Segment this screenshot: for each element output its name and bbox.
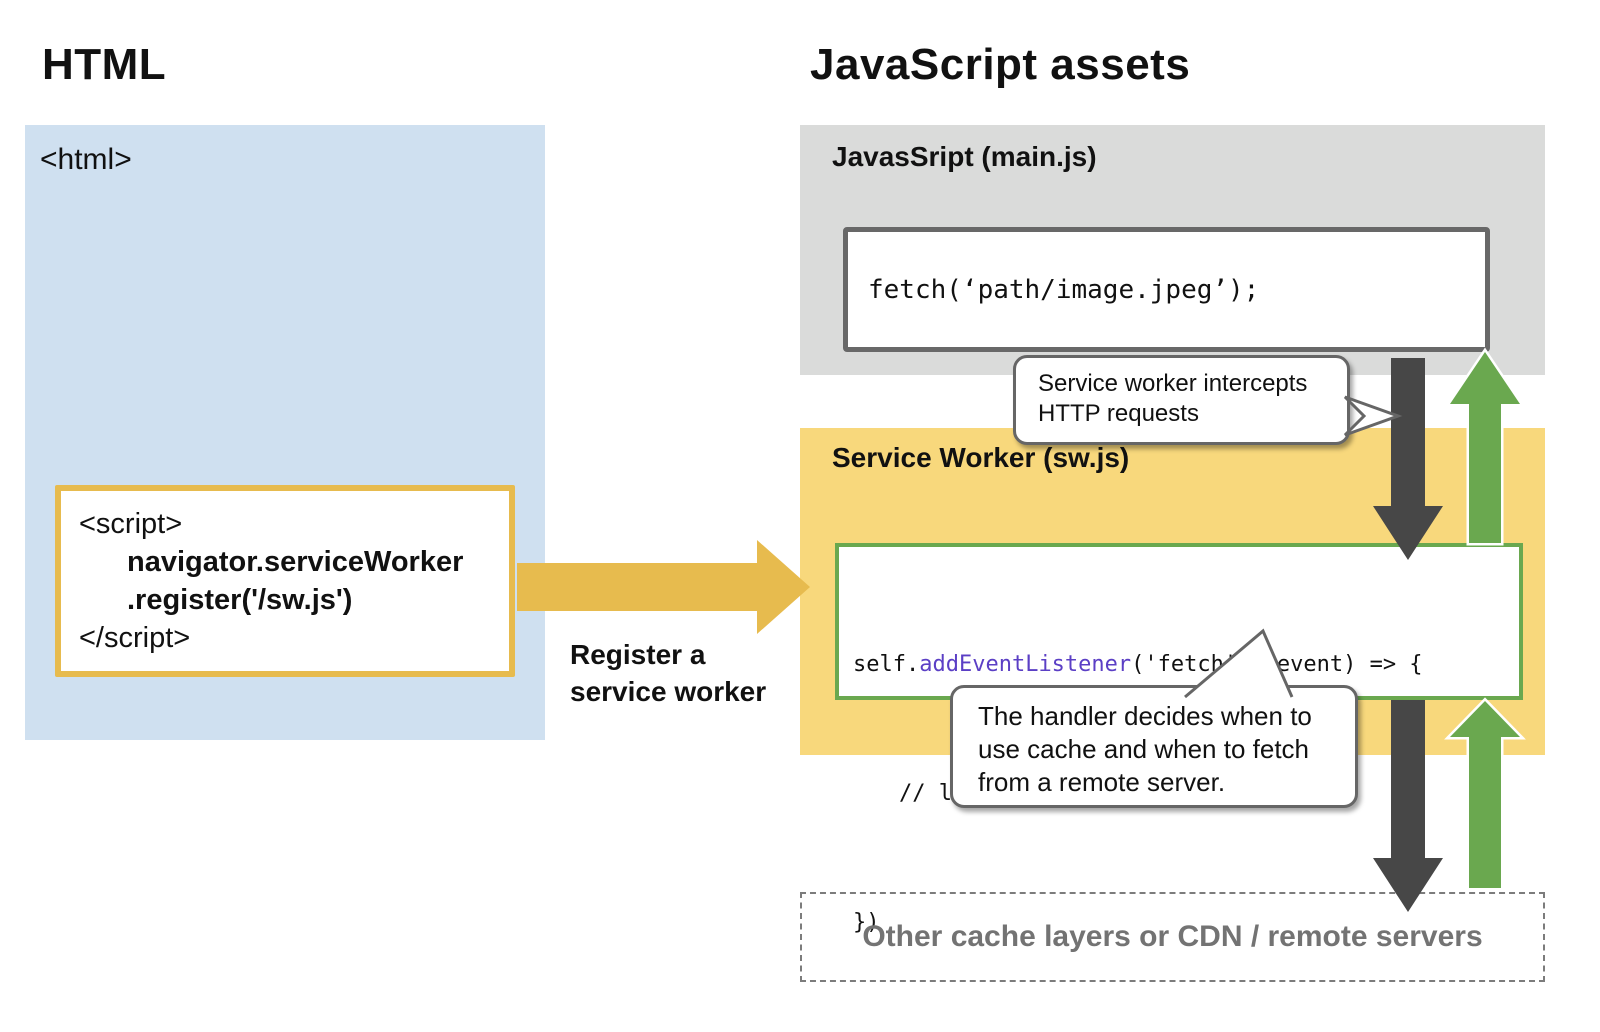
intercept-callout: Service worker intercepts HTTP requests	[1013, 355, 1350, 445]
handler-callout-text: from a remote server.	[978, 767, 1226, 797]
handler-callout-text: The handler decides when to	[978, 701, 1312, 731]
handler-callout-text: use cache and when to fetch	[978, 734, 1310, 764]
sw-code-line-1: self.addEventListener('fetch', (event) =…	[853, 652, 1423, 677]
register-arrow-icon	[517, 540, 810, 634]
intercept-callout-text: HTTP requests	[1038, 400, 1199, 427]
fetch-code-box: fetch(‘path/image.jpeg’);	[843, 227, 1490, 352]
javascript-assets-heading: JavaScript assets	[810, 40, 1191, 89]
cache-layers-label: Other cache layers or CDN / remote serve…	[862, 920, 1483, 953]
cache-layers-box: Other cache layers or CDN / remote serve…	[800, 892, 1545, 982]
sw-code-box: self.addEventListener('fetch', (event) =…	[835, 543, 1523, 935]
script-code-line: .register('/sw.js')	[127, 584, 353, 616]
register-arrow-label: Register a service worker	[570, 639, 767, 707]
addEventListener-keyword: addEventListener	[919, 652, 1132, 677]
html-heading: HTML	[42, 40, 167, 89]
mainjs-panel-title: JavasSript (main.js)	[832, 141, 1097, 172]
sw-code-line-3: })	[853, 910, 880, 935]
fetch-code: fetch(‘path/image.jpeg’);	[868, 274, 1260, 305]
register-script-code-box: <script> navigator.serviceWorker .regist…	[55, 485, 515, 677]
script-code-line: navigator.serviceWorker	[127, 546, 464, 578]
script-open-tag: <script>	[79, 508, 183, 540]
script-close-tag: </script>	[79, 622, 191, 654]
intercept-callout-text: Service worker intercepts	[1038, 370, 1308, 397]
handler-callout: The handler decides when to use cache an…	[950, 685, 1358, 808]
service-worker-panel-title: Service Worker (sw.js)	[832, 442, 1130, 473]
html-tag-label: <html>	[40, 143, 132, 176]
